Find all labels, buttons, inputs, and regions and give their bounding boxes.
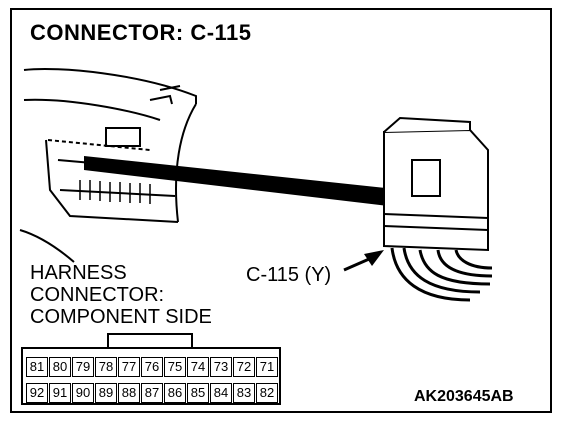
pin: 82	[256, 383, 278, 403]
connector-module	[383, 116, 489, 252]
pin: 89	[95, 383, 117, 403]
pin: 84	[210, 383, 232, 403]
harness-line: COMPONENT SIDE	[30, 306, 212, 328]
pin-row-bottom: 92 91 90 89 88 87 86 85 84 83 82	[26, 383, 279, 403]
pin: 72	[233, 357, 255, 377]
pin: 73	[210, 357, 232, 377]
pin: 74	[187, 357, 209, 377]
pin: 79	[72, 357, 94, 377]
pin: 86	[164, 383, 186, 403]
pin: 80	[49, 357, 71, 377]
connector-callout-label: C-115 (Y)	[246, 264, 332, 286]
pin-row-top: 81 80 79 78 77 76 75 74 73 72 71	[26, 357, 279, 377]
pin: 78	[95, 357, 117, 377]
pin: 85	[187, 383, 209, 403]
callout-arrow	[343, 250, 384, 272]
pin: 83	[233, 383, 255, 403]
dashboard-vents	[79, 180, 151, 204]
pin: 87	[141, 383, 163, 403]
harness-label: HARNESS CONNECTOR: COMPONENT SIDE	[30, 262, 212, 328]
pin: 88	[118, 383, 140, 403]
pin: 81	[26, 357, 48, 377]
pin: 92	[26, 383, 48, 403]
diagram-title: CONNECTOR: C-115	[30, 20, 252, 45]
pin: 71	[256, 357, 278, 377]
pin: 91	[49, 383, 71, 403]
pin: 77	[118, 357, 140, 377]
pin: 75	[164, 357, 186, 377]
harness-line: HARNESS	[30, 262, 127, 284]
diagram-frame	[10, 8, 552, 413]
connector-wires	[390, 247, 493, 302]
pointer-beam	[84, 156, 388, 206]
pin: 76	[141, 357, 163, 377]
pin: 90	[72, 383, 94, 403]
pin-block-outline	[21, 333, 281, 405]
figure-code: AK203645AB	[414, 388, 514, 405]
pin-layout: 81 80 79 78 77 76 75 74 73 72 71 92 91 9…	[26, 357, 279, 403]
harness-line: CONNECTOR:	[30, 284, 165, 306]
